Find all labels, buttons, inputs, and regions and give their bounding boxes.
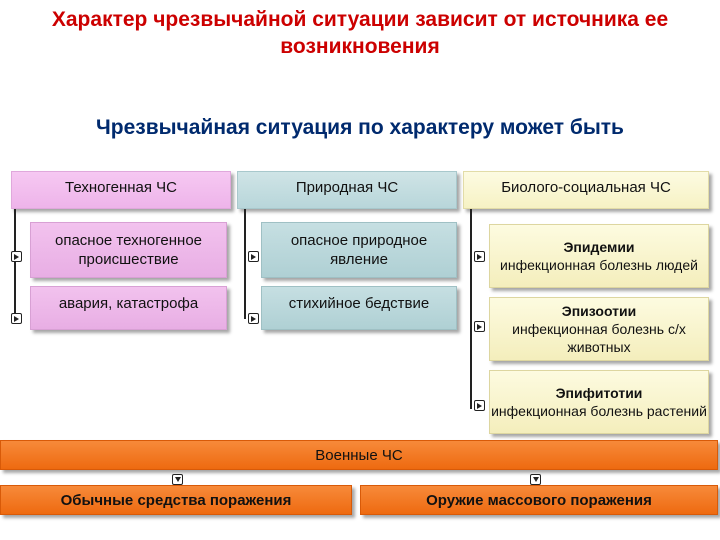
item-epiphytotics-desc: инфекционная болезнь растений (491, 403, 707, 419)
arrow-down-icon (530, 474, 541, 485)
arrow-right-icon (474, 321, 485, 332)
item-natural-disaster: стихийное бедствие (261, 286, 457, 330)
category-natural: Природная ЧС (237, 171, 457, 209)
item-mass-destruction-weapons: Оружие массового поражения (360, 485, 718, 515)
category-military: Военные ЧС (0, 440, 718, 470)
slide-title: Характер чрезвычайной ситуации зависит о… (51, 8, 669, 58)
category-technogenic: Техногенная ЧС (11, 171, 231, 209)
arrow-right-icon (248, 313, 259, 324)
item-technogenic-incident: опасное техногенное происшествие (30, 222, 227, 278)
item-natural-phenomenon: опасное природное явление (261, 222, 457, 278)
item-epizootics: Эпизоотии инфекционная болезнь с/х живот… (489, 297, 709, 361)
arrow-right-icon (11, 313, 22, 324)
arrow-right-icon (11, 251, 22, 262)
arrow-down-icon (172, 474, 183, 485)
item-epiphytotics-name: Эпифитотии (555, 385, 643, 401)
item-technogenic-accident: авария, катастрофа (30, 286, 227, 330)
connector-line (470, 209, 472, 409)
arrow-right-icon (474, 251, 485, 262)
item-epidemics-name: Эпидемии (563, 239, 635, 255)
connector-line (14, 209, 16, 319)
item-epiphytotics: Эпифитотии инфекционная болезнь растений (489, 370, 709, 434)
item-epizootics-name: Эпизоотии (561, 303, 637, 319)
arrow-right-icon (248, 251, 259, 262)
slide-subtitle: Чрезвычайная ситуация по характеру может… (96, 116, 624, 139)
item-epidemics-desc: инфекционная болезнь людей (500, 257, 698, 273)
arrow-right-icon (474, 400, 485, 411)
item-epidemics: Эпидемии инфекционная болезнь людей (489, 224, 709, 288)
item-conventional-weapons: Обычные средства поражения (0, 485, 352, 515)
category-biosocial: Биолого-социальная ЧС (463, 171, 709, 209)
connector-line (244, 209, 246, 319)
item-epizootics-desc: инфекционная болезнь с/х животных (512, 321, 686, 355)
